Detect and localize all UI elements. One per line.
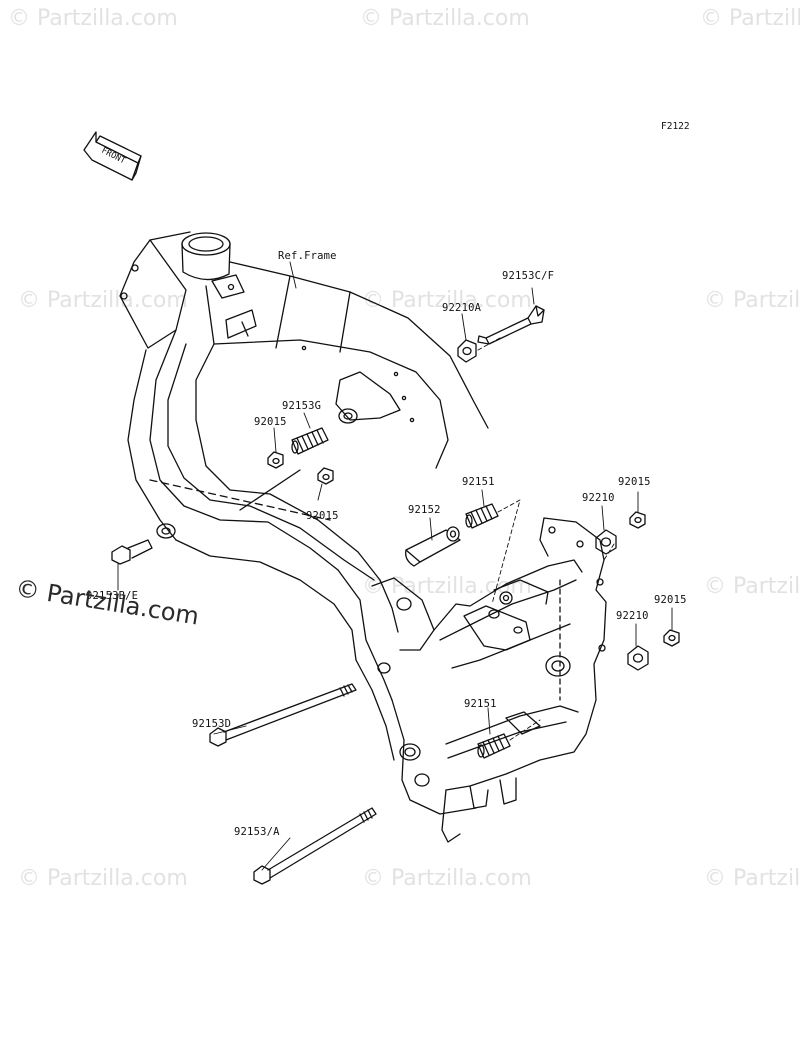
callout-92152[interactable]: 92152 <box>408 504 441 516</box>
collar-92152 <box>405 526 461 567</box>
nut-92015-mid <box>317 467 334 485</box>
callout-92153cf[interactable]: 92153C/F <box>502 270 555 282</box>
bolt-92153be <box>111 539 153 565</box>
leader-lines <box>117 261 673 871</box>
stud-92151-upper <box>465 503 499 529</box>
callout-92153d[interactable]: 92153D <box>192 718 232 730</box>
callout-92210a[interactable]: 92210A <box>442 302 482 314</box>
bolt-92153cf <box>477 305 545 345</box>
callout-92210-upper[interactable]: 92210 <box>582 492 615 504</box>
bolt-92153d <box>209 683 357 747</box>
callout-92153a[interactable]: 92153/A <box>234 826 280 838</box>
bolt-92153a <box>253 807 377 885</box>
callout-92153be[interactable]: 92153B/E <box>86 590 139 602</box>
callout-92153g[interactable]: 92153G <box>282 400 322 412</box>
nut-92015-right-lower <box>663 629 680 647</box>
callout-92015-right-lower[interactable]: 92015 <box>654 594 687 606</box>
callout-ref-frame[interactable]: Ref.Frame <box>278 250 337 262</box>
nut-92015-right-upper <box>629 511 646 529</box>
right-frame-cross-member <box>433 517 607 843</box>
callout-92151-upper[interactable]: 92151 <box>462 476 495 488</box>
main-frame <box>119 231 489 815</box>
stud-92151-lower <box>477 733 511 759</box>
nut-92015-upper <box>267 451 284 469</box>
callout-92015-mid[interactable]: 92015 <box>306 510 339 522</box>
nut-92210a <box>457 339 477 363</box>
nut-92210-lower <box>627 645 649 671</box>
stud-92153g <box>291 427 329 455</box>
front-arrow-icon: FRONT <box>83 131 142 181</box>
callout-92210-lower[interactable]: 92210 <box>616 610 649 622</box>
figure-code: F2122 <box>661 121 690 132</box>
callout-92015-right-upper[interactable]: 92015 <box>618 476 651 488</box>
callout-92151-lower[interactable]: 92151 <box>464 698 497 710</box>
callout-92015-upper[interactable]: 92015 <box>254 416 287 428</box>
nut-92210-upper <box>595 529 617 555</box>
